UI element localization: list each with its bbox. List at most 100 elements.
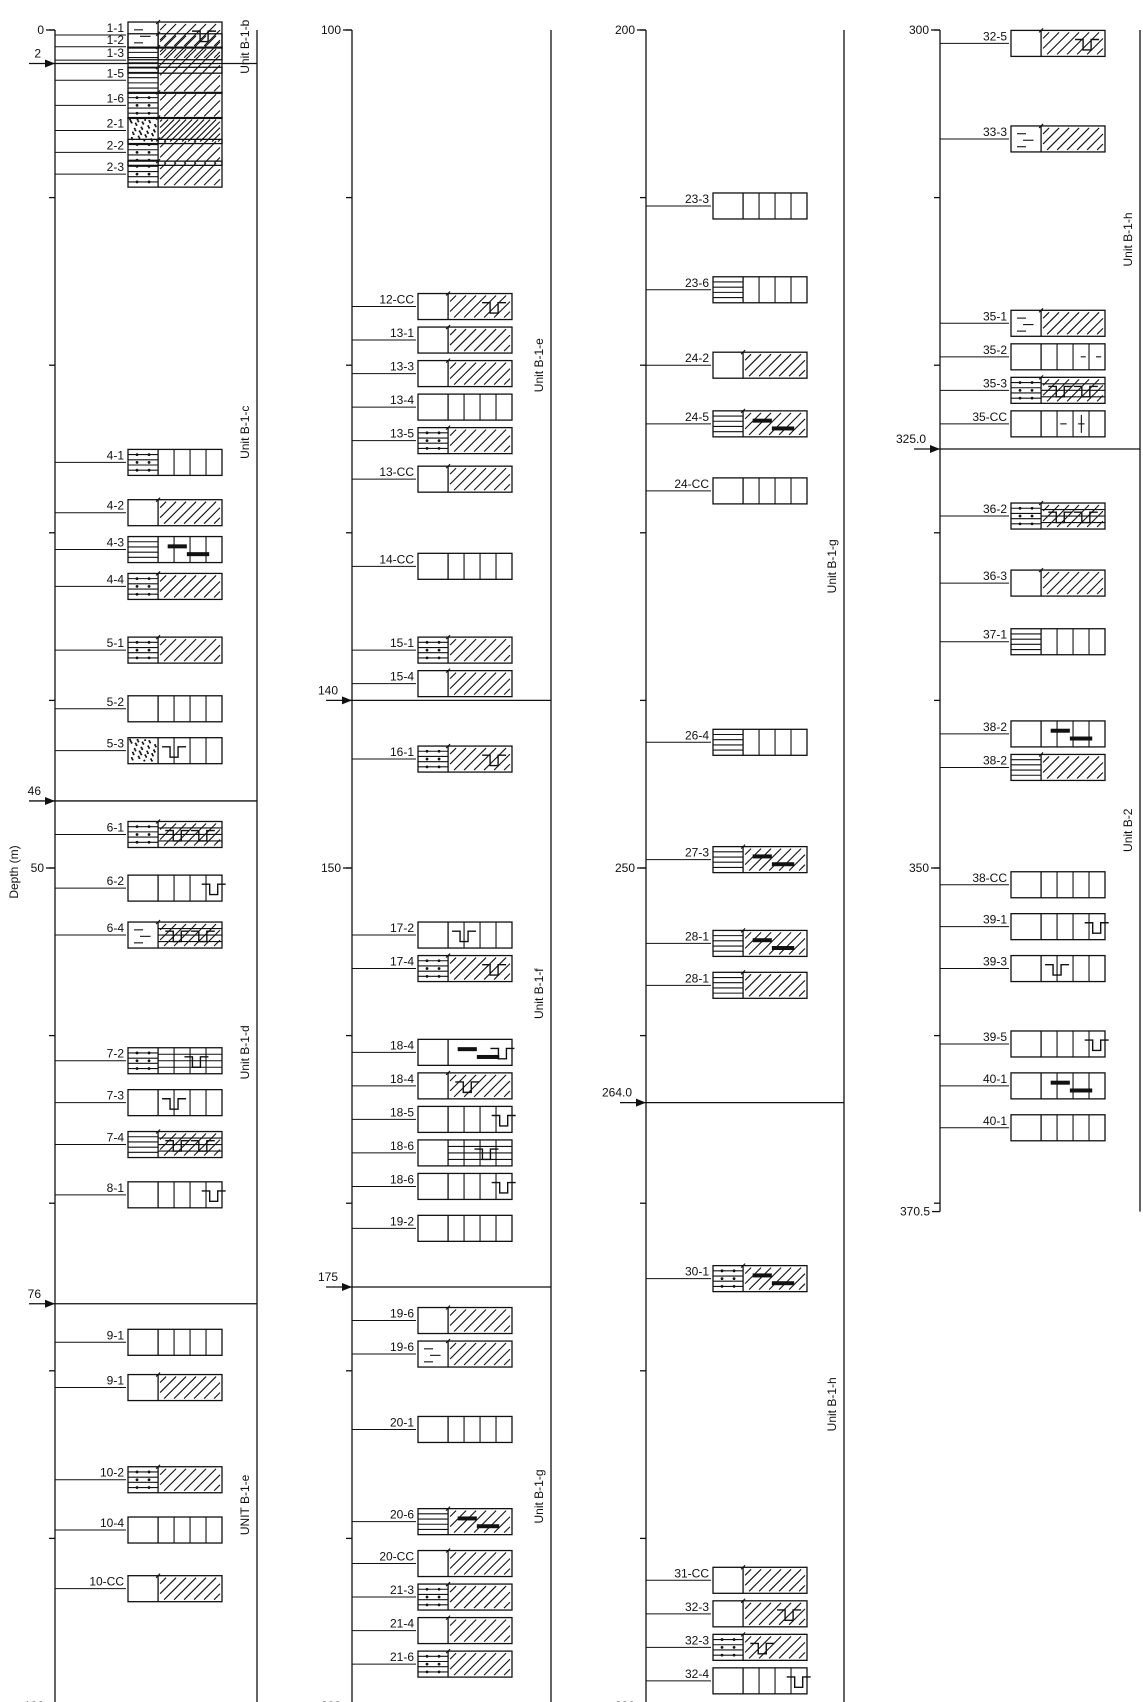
sample-28-1-pattern-line — [799, 949, 805, 955]
sample-10-4: 10-4 — [55, 1516, 222, 1543]
sample-16-1-pattern-line — [474, 748, 496, 770]
sample-4-4-pattern-line — [160, 575, 166, 581]
sample-35-1: 35-1 — [940, 308, 1105, 336]
sample-2-1-sand-grain — [154, 131, 156, 133]
sample-13-3-pattern-line — [504, 379, 510, 385]
sample-10-2-dot — [148, 1478, 151, 1481]
sample-4-1-dot — [148, 469, 151, 472]
sample-32-3-pattern-line — [769, 1603, 791, 1625]
sample-4-4-pattern-line — [164, 575, 186, 597]
sample-10-2-pattern-line — [204, 1475, 220, 1491]
sample-38-2-pattern-line — [1097, 773, 1103, 779]
sample-13-5-label: 13-5 — [390, 427, 414, 441]
sample-32-5-pattern-line — [1043, 32, 1059, 48]
sample-9-1-label: 9-1 — [107, 1374, 125, 1388]
sample-7-3: 7-3 — [55, 1089, 222, 1116]
sample-1-1-pattern-line — [164, 24, 186, 46]
sample-2-1-pattern-line — [164, 120, 186, 142]
sample-33-3: 33-3 — [940, 124, 1105, 152]
sample-2-2-dot — [136, 151, 139, 154]
sample-21-6-pattern-line — [454, 1653, 476, 1675]
sample-24-2-pattern-line — [769, 354, 791, 376]
sample-18-4-pattern-line — [504, 1091, 510, 1097]
sample-7-4-label: 7-4 — [107, 1131, 125, 1145]
sample-10-CC-pattern-line — [184, 1578, 206, 1600]
sample-35-3-label: 35-3 — [983, 376, 1007, 390]
sample-5-1-dot — [136, 649, 139, 652]
sample-4-4-pattern-line — [160, 575, 176, 591]
sample-21-3-pattern-line — [454, 1586, 476, 1608]
unit-label: Unit B-1-b — [238, 19, 252, 73]
sample-33-3-pattern-line — [1057, 128, 1079, 150]
sample-27-3-pattern-line — [759, 849, 781, 871]
sample-13-4-label: 13-4 — [390, 393, 414, 407]
sample-37-1: 37-1 — [940, 628, 1105, 655]
sample-32-3-dot — [721, 1646, 724, 1649]
sample-24-5-pattern-line — [745, 413, 751, 419]
sample-39-3: 39-3 — [940, 955, 1105, 982]
sample-38-2-pattern-line — [1047, 756, 1069, 778]
sample-13-1-pattern-line — [454, 329, 476, 351]
sample-17-4-pattern-line — [504, 974, 510, 980]
sample-23-3: 23-3 — [646, 192, 807, 219]
sample-15-1-dot — [438, 641, 441, 644]
sample-2-1-sand-grain — [142, 123, 144, 125]
sample-13-1-pattern-line — [464, 329, 486, 351]
sample-39-5-label: 39-5 — [983, 1030, 1007, 1044]
sample-19-6-pattern-line — [450, 1310, 456, 1316]
sample-4-2-pattern-line — [174, 502, 196, 524]
sample-5-3-sand-grain — [147, 752, 149, 754]
sample-1-6-pattern-line — [164, 94, 186, 116]
sample-5-3-sand-grain — [154, 751, 156, 753]
sample-13-5-pattern-line — [474, 430, 496, 452]
sample-20-CC-pattern-line — [450, 1553, 466, 1569]
sample-1-1-pattern-line — [194, 24, 216, 46]
sample-33-3-pattern-line — [1047, 128, 1069, 150]
sample-9-1-pattern-line — [174, 1377, 196, 1399]
sample-16-1-dot — [438, 750, 441, 753]
depth-end-label: 370.5 — [900, 1205, 930, 1219]
sample-38-2-pattern-line — [1067, 756, 1089, 778]
sample-20-CC-pattern-line — [450, 1553, 456, 1559]
sample-2-1-pattern-line — [194, 120, 216, 142]
sample-36-3-pattern-line — [1077, 572, 1099, 594]
unit-label: Unit B-1-f — [532, 968, 546, 1019]
sample-26-4-label: 26-4 — [685, 728, 709, 742]
sample-1-3-pattern-line — [160, 49, 176, 65]
sample-20-6-bar-mark — [458, 1516, 477, 1520]
sample-10-CC-pattern-line — [160, 1578, 176, 1594]
depth-tick-label: 350 — [909, 861, 929, 875]
sample-19-2-label: 19-2 — [390, 1214, 414, 1228]
sample-24-2-pattern-line — [745, 354, 761, 370]
sample-5-1-label: 5-1 — [107, 636, 125, 650]
sample-1-6-dot — [136, 112, 139, 115]
sample-2-2-dot — [148, 143, 151, 146]
sample-12-CC-pattern-line — [450, 296, 466, 312]
sample-30-1-bar-mark — [753, 1273, 772, 1277]
sample-2-3-pattern-line — [164, 163, 186, 185]
sample-24-2-pattern-line — [745, 354, 751, 360]
sample-36-3-pattern-line — [1087, 578, 1103, 594]
sample-36-2-dot — [1031, 507, 1034, 510]
sample-38-2-pattern-line — [1043, 756, 1059, 772]
sample-24-5-pattern-line — [799, 429, 805, 435]
sample-4-4-pattern-line — [184, 575, 206, 597]
sample-13-CC-pattern-line — [450, 468, 466, 484]
sample-40-1-box — [1011, 1073, 1105, 1099]
sample-17-4: 17-4 — [352, 954, 512, 982]
sample-31-CC: 31-CC — [646, 1565, 807, 1593]
sample-32-3-pattern-line — [745, 1636, 751, 1642]
sample-5-3-sand-grain — [132, 758, 134, 760]
sample-28-1-pattern-line — [779, 932, 801, 954]
sample-10-CC-pattern-line — [204, 1584, 220, 1600]
sample-12-CC-pattern-line — [450, 296, 456, 302]
sample-2-1-sand-grain — [144, 119, 146, 121]
sample-28-1-pattern-line — [745, 932, 751, 938]
sample-7-2-fold-mark — [184, 1057, 208, 1067]
sample-32-3-pattern-line — [749, 1603, 771, 1625]
sample-5-3-sand-grain — [140, 753, 142, 755]
sample-24-5: 24-5 — [646, 409, 807, 437]
sample-19-6-pattern-line — [494, 1316, 510, 1332]
sample-21-3-label: 21-3 — [390, 1583, 414, 1597]
sample-19-6-pattern-line — [454, 1310, 476, 1332]
